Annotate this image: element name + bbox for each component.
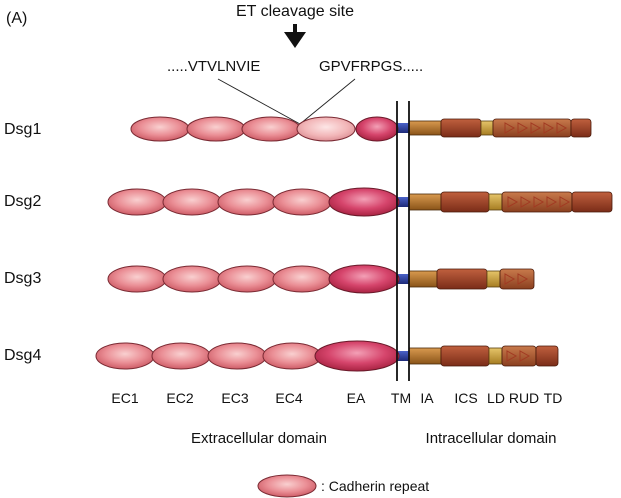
ia-segment: [408, 120, 442, 136]
rud-repeat-icons: [504, 122, 568, 134]
cadherin-repeat-ec1: [107, 265, 167, 293]
cadherin-repeat-ec3: [207, 342, 267, 370]
cadherin-repeat-ec2: [186, 116, 246, 142]
td-segment: [570, 118, 592, 138]
cadherin-repeat-ec4: [272, 265, 332, 293]
cleavage-line-left: [217, 78, 301, 125]
region-label-td: TD: [544, 390, 563, 406]
region-label-ia: IA: [420, 390, 434, 406]
cadherin-repeat-ec3: [241, 116, 301, 142]
ld-segment: [480, 120, 494, 136]
rud-repeat-icons: [504, 273, 529, 285]
cleavage-arrow-icon: [284, 24, 306, 48]
region-label-ec2: EC2: [166, 390, 193, 406]
ics-segment: [440, 118, 482, 138]
region-label-ea: EA: [347, 390, 366, 406]
tm-segment: [397, 351, 409, 361]
cadherin-repeat-ec3: [217, 188, 277, 216]
tm-segment: [397, 197, 409, 207]
protein-label-dsg3: Dsg3: [4, 270, 41, 287]
tm-segment: [397, 123, 409, 133]
legend: : Cadherin repeat: [257, 474, 429, 498]
ia-segment: [408, 270, 438, 288]
cleavage-site-title: ET cleavage site: [236, 3, 354, 20]
cadherin-repeat-ec4: [296, 116, 356, 142]
extracellular-domain-label: Extracellular domain: [191, 430, 327, 447]
protein-row-dsg4: [95, 340, 559, 372]
rud-segment: [501, 191, 573, 213]
protein-row-dsg2: [107, 187, 613, 217]
protein-label-dsg4: Dsg4: [4, 347, 41, 364]
cadherin-repeat-ec4: [272, 188, 332, 216]
region-label-tm: TM: [391, 390, 411, 406]
rud-repeat-icons: [506, 350, 531, 362]
region-label-ec4: EC4: [275, 390, 302, 406]
ea-domain: [328, 187, 400, 217]
cadherin-repeat-ec3: [217, 265, 277, 293]
ea-domain: [314, 340, 400, 372]
ld-segment: [488, 347, 503, 365]
cleavage-sequence-right: GPVFRPGS.....: [319, 58, 423, 75]
protein-label-dsg1: Dsg1: [4, 121, 41, 138]
ia-segment: [408, 347, 442, 365]
ea-domain: [355, 116, 399, 142]
protein-row-dsg1: [130, 116, 592, 142]
ld-segment: [488, 193, 503, 211]
ld-segment: [486, 270, 501, 288]
cadherin-repeat-ec1: [107, 188, 167, 216]
rud-segment: [499, 268, 535, 290]
cadherin-repeat-ec2: [162, 188, 222, 216]
cadherin-repeat-ec2: [151, 342, 211, 370]
ics-segment: [440, 345, 490, 367]
protein-label-dsg2: Dsg2: [4, 193, 41, 210]
region-label-ec3: EC3: [221, 390, 248, 406]
cadherin-repeat-ec1: [130, 116, 190, 142]
region-label-ics: ICS: [454, 390, 477, 406]
legend-label: : Cadherin repeat: [321, 478, 429, 494]
ics-segment: [436, 268, 488, 290]
td-segment: [571, 191, 613, 213]
ia-segment: [408, 193, 442, 211]
cadherin-repeat-icon: [257, 474, 317, 498]
intracellular-domain-label: Intracellular domain: [426, 430, 557, 447]
cadherin-repeat-ec4: [262, 342, 322, 370]
region-label-rud: RUD: [509, 390, 539, 406]
cleavage-line-right: [299, 78, 356, 125]
ea-domain: [328, 264, 400, 294]
rud-repeat-icons: [507, 196, 571, 208]
region-label-ld: LD: [487, 390, 505, 406]
protein-row-dsg3: [107, 264, 535, 294]
region-label-ec1: EC1: [111, 390, 138, 406]
ics-segment: [440, 191, 490, 213]
panel-label: (A): [6, 10, 27, 27]
tm-segment: [397, 274, 409, 284]
cadherin-repeat-ec2: [162, 265, 222, 293]
td-segment: [535, 345, 559, 367]
cadherin-repeat-ec1: [95, 342, 155, 370]
cleavage-sequence-left: .....VTVLNVIE: [167, 58, 260, 75]
